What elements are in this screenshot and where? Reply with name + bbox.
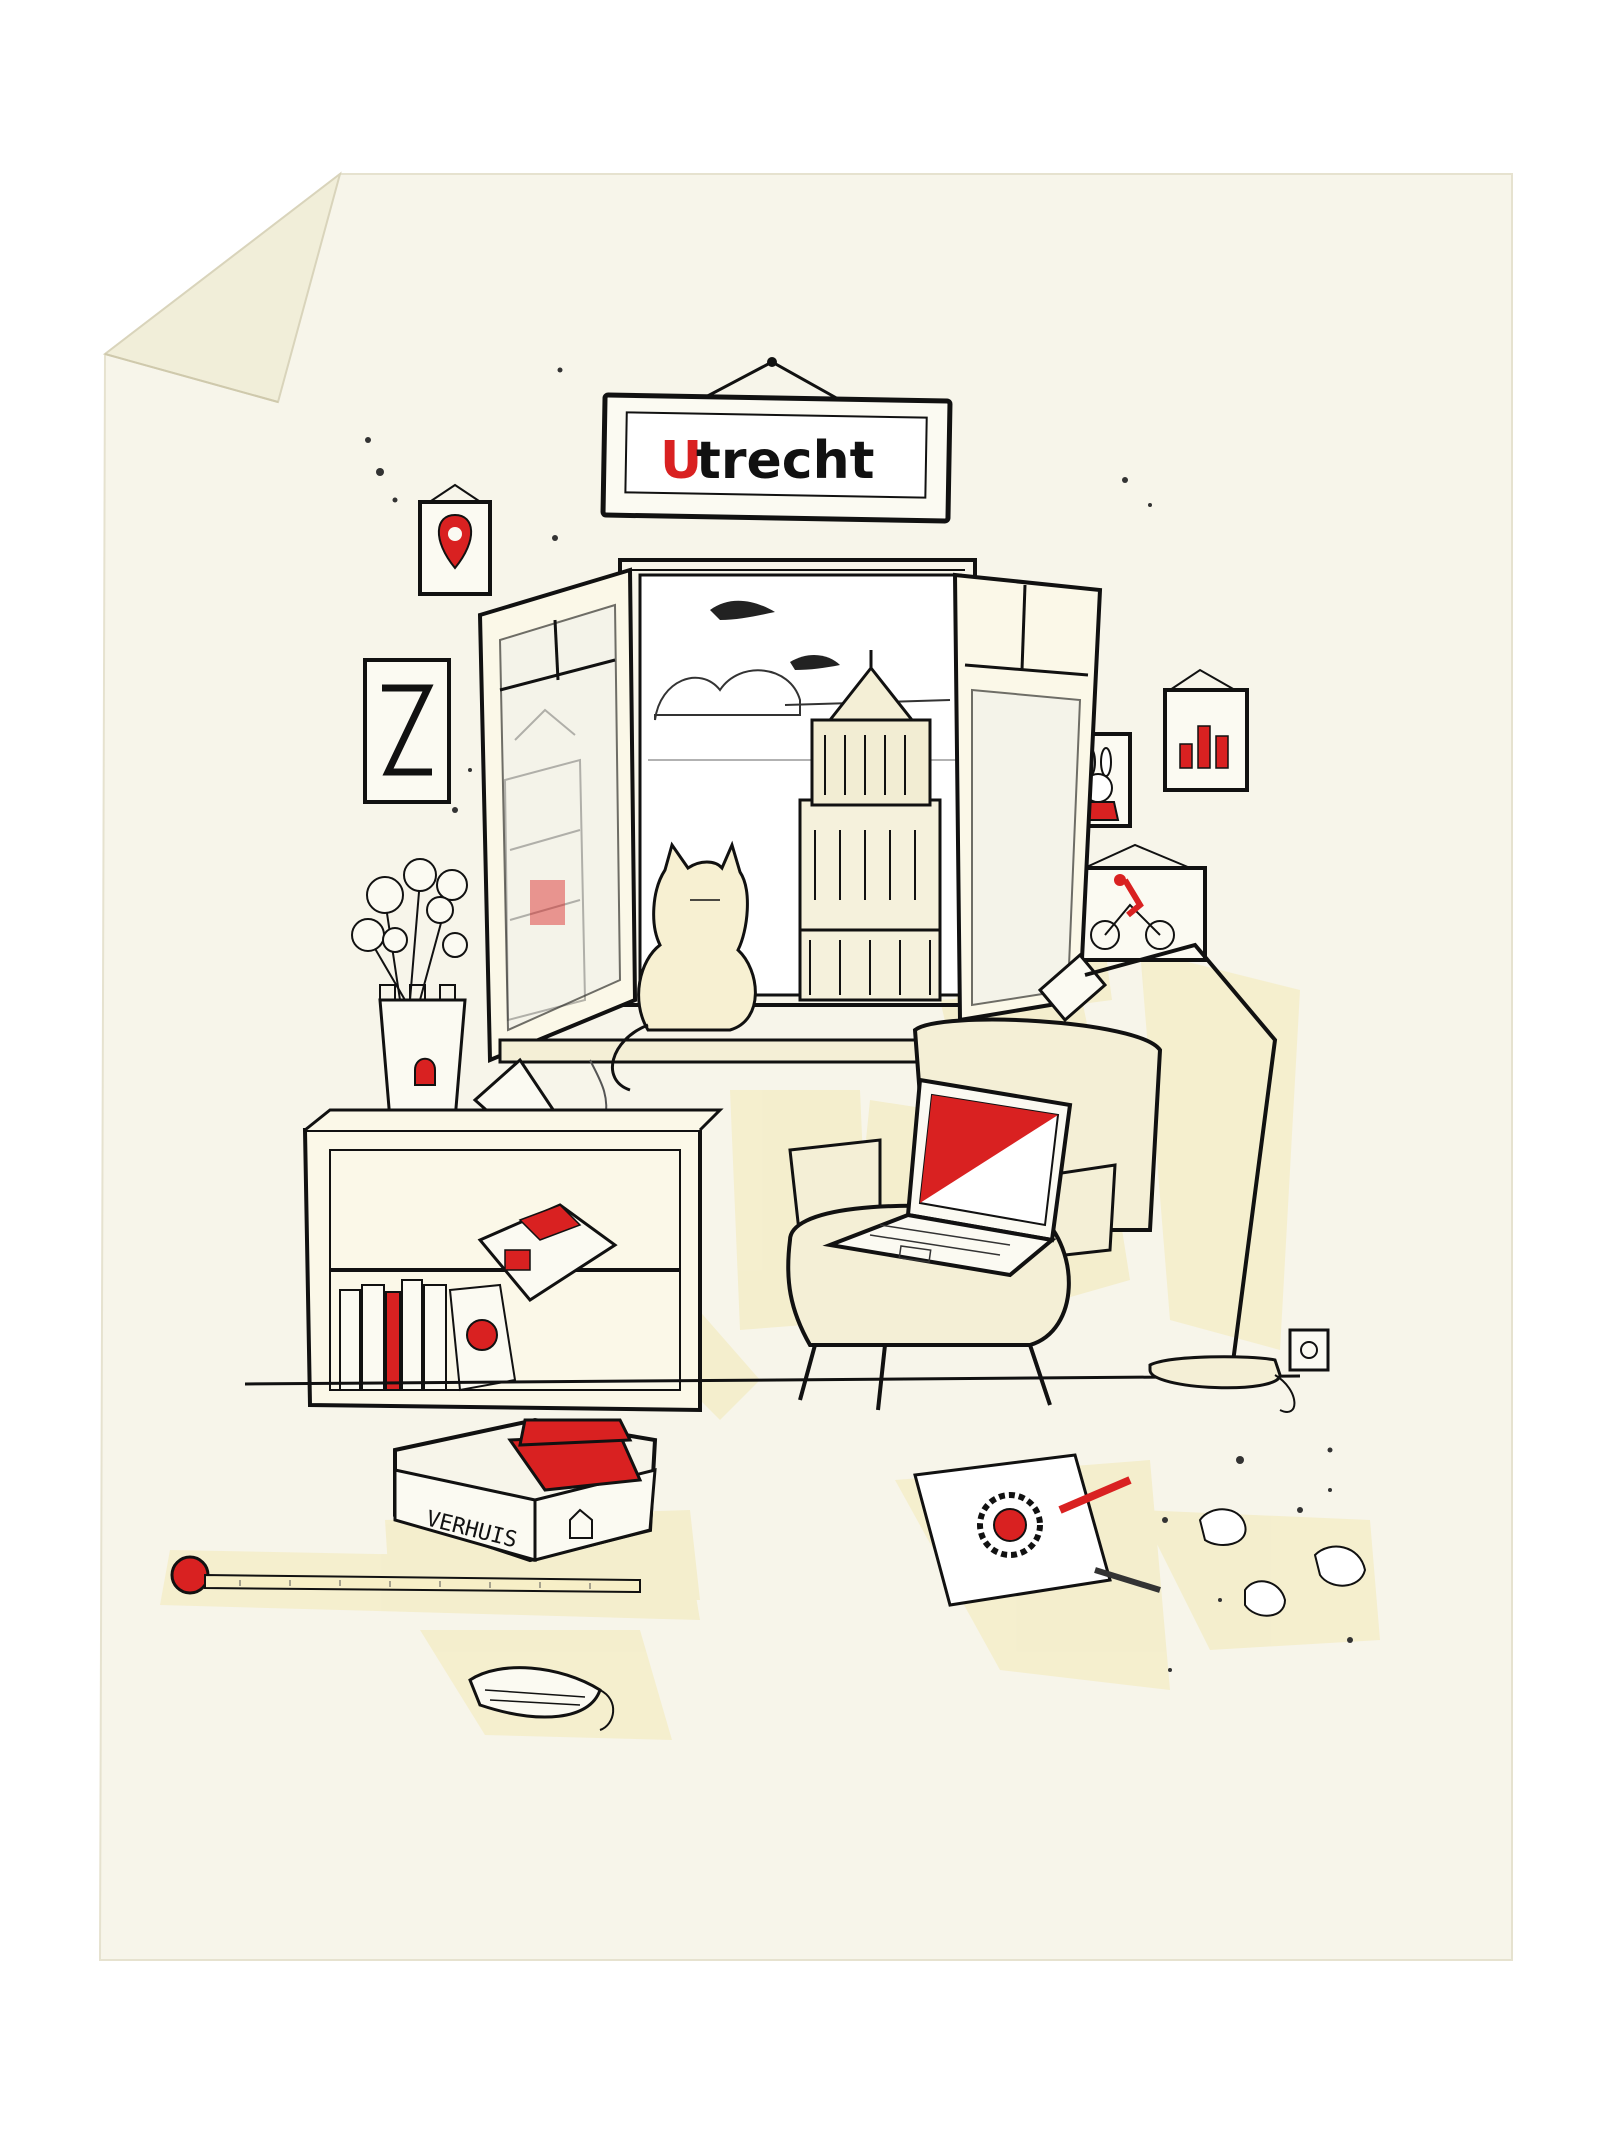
cyclist-frame — [1063, 843, 1207, 962]
utrecht-flag-screen — [920, 1095, 1058, 1203]
ink-splatters — [365, 367, 1353, 1672]
floor-lamp — [1037, 942, 1330, 1413]
bookshelf — [302, 1108, 724, 1413]
left-window-shutter — [477, 567, 638, 1063]
flower-pot-plant — [351, 858, 468, 1122]
red-pencil-icon — [1058, 1476, 1132, 1514]
letter-z-frame — [363, 658, 451, 804]
face-mask — [468, 1666, 615, 1731]
right-window-shutter — [952, 572, 1103, 1023]
sign-title: trecht — [696, 431, 874, 491]
dom-tower — [798, 650, 942, 1002]
bar-chart-icon — [1179, 725, 1229, 769]
map-pin-frame — [418, 483, 492, 596]
house-icon — [569, 1508, 593, 1539]
map-pin-icon — [437, 513, 473, 570]
pencil-icon — [1094, 1567, 1161, 1593]
sign-title-first-letter: U — [660, 431, 702, 491]
measuring-tape — [170, 1555, 641, 1595]
crumpled-papers — [1198, 1508, 1367, 1617]
floor-line — [244, 1374, 1301, 1386]
laptop — [822, 1077, 1073, 1278]
books — [339, 1279, 517, 1392]
cyclist-icon — [1090, 874, 1175, 950]
window — [477, 558, 1103, 1064]
moving-box: VERHUIS — [393, 1417, 658, 1563]
drawing-paper — [913, 1453, 1161, 1607]
wall-socket — [1288, 1328, 1330, 1372]
cat — [611, 840, 757, 1092]
reflection-red-shape — [530, 880, 565, 925]
utrecht-hanging-sign: U trecht — [600, 357, 953, 524]
window-sill — [498, 1038, 972, 1064]
bar-chart-frame — [1163, 668, 1249, 792]
magazine — [477, 1203, 618, 1302]
